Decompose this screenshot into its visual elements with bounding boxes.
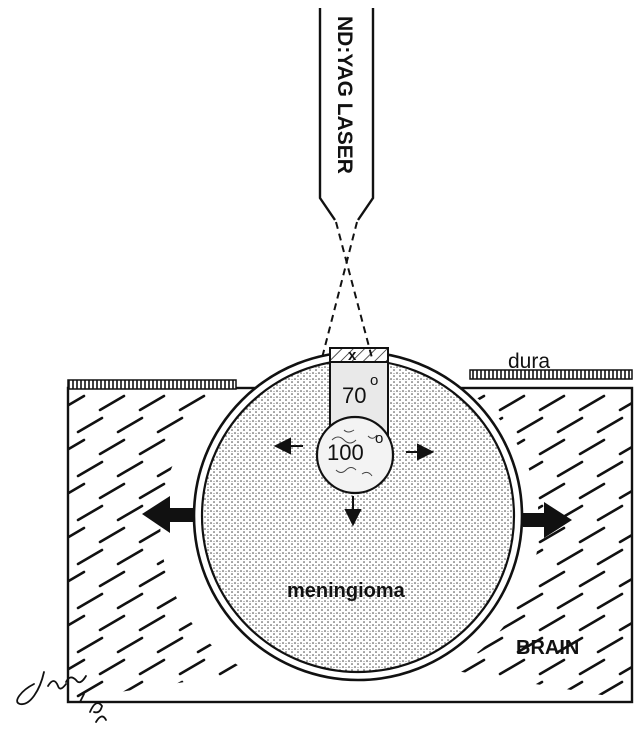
laser-beam-cone	[322, 222, 372, 358]
brain-dash	[500, 704, 524, 718]
brain-dash	[140, 704, 164, 718]
brain-dash	[380, 704, 404, 718]
dura-label: dura	[508, 350, 550, 373]
brain-dash	[340, 704, 364, 718]
brain-dash	[220, 704, 244, 718]
focus-point-mark: x	[348, 347, 357, 364]
brain-dash	[540, 704, 564, 718]
brain-dash	[420, 704, 444, 718]
brain-dash	[638, 506, 644, 520]
brain-dash	[638, 682, 644, 696]
zone-70-degree: o	[370, 372, 378, 389]
brain-dash	[460, 704, 484, 718]
brain-dash	[638, 550, 644, 564]
brain-dash	[180, 704, 204, 718]
laser-label: ND:YAG LASER	[333, 16, 356, 174]
brain-dash	[638, 638, 644, 652]
brain-dash	[638, 462, 644, 476]
brain-dash	[580, 704, 604, 718]
dura-strip-left	[68, 380, 236, 389]
brain-dash	[638, 594, 644, 608]
laser-entry-hatch	[330, 348, 388, 362]
brain-label: BRAIN	[516, 637, 579, 659]
brain-dash	[60, 704, 84, 718]
zone-70-label: 70	[342, 383, 366, 408]
brain-dash	[300, 704, 324, 718]
brain-dash	[638, 418, 644, 432]
brain-dash	[620, 704, 644, 718]
brain-dash	[260, 704, 284, 718]
meningioma-label: meningioma	[287, 580, 406, 602]
zone-100-degree: o	[375, 430, 383, 447]
dura-strip-right	[470, 370, 632, 379]
zone-100-label: 100	[327, 440, 364, 465]
